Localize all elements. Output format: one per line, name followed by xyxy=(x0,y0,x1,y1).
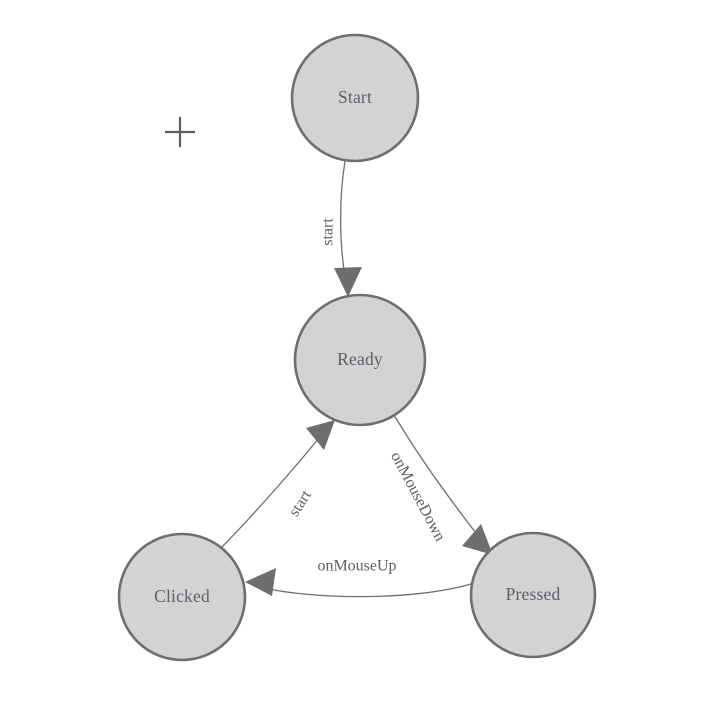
node-start-circle[interactable] xyxy=(290,33,420,163)
node-start[interactable]: Start xyxy=(290,33,420,163)
edge-label-ready-to-pressed: onMouseDown xyxy=(387,449,448,544)
edge-clicked-to-ready[interactable]: start xyxy=(221,420,335,548)
edge-start-to-ready-path[interactable] xyxy=(339,160,348,287)
node-clicked[interactable]: Clicked xyxy=(117,532,247,662)
edge-start-to-ready-arrowhead xyxy=(334,267,362,297)
edge-label-start-to-ready: start xyxy=(320,218,337,246)
node-clicked-circle[interactable] xyxy=(117,532,247,662)
edge-pressed-to-clicked-arrowhead xyxy=(245,568,276,596)
edge-pressed-to-clicked[interactable]: onMouseUp xyxy=(245,558,472,598)
node-ready-label: Ready xyxy=(337,349,383,369)
node-pressed[interactable]: Pressed xyxy=(469,531,597,659)
edge-ready-to-pressed[interactable]: onMouseDown xyxy=(387,414,493,555)
edge-clicked-to-ready-path[interactable] xyxy=(221,427,328,548)
edge-clicked-to-ready-arrowhead xyxy=(306,420,335,450)
node-start-label: Start xyxy=(338,87,372,107)
node-ready-circle[interactable] xyxy=(293,293,427,427)
node-ready[interactable]: Ready xyxy=(293,293,427,427)
edge-label-clicked-to-ready: start xyxy=(286,487,316,520)
edge-pressed-to-clicked-path[interactable] xyxy=(254,583,472,598)
edge-label-pressed-to-clicked: onMouseUp xyxy=(317,558,396,575)
edge-start-to-ready[interactable]: start xyxy=(320,160,362,297)
node-clicked-label: Clicked xyxy=(154,586,210,606)
edge-ready-to-pressed-arrowhead xyxy=(462,524,493,555)
node-pressed-circle[interactable] xyxy=(469,531,597,659)
node-pressed-label: Pressed xyxy=(506,584,561,604)
plus-crosshair-icon[interactable] xyxy=(165,117,195,147)
